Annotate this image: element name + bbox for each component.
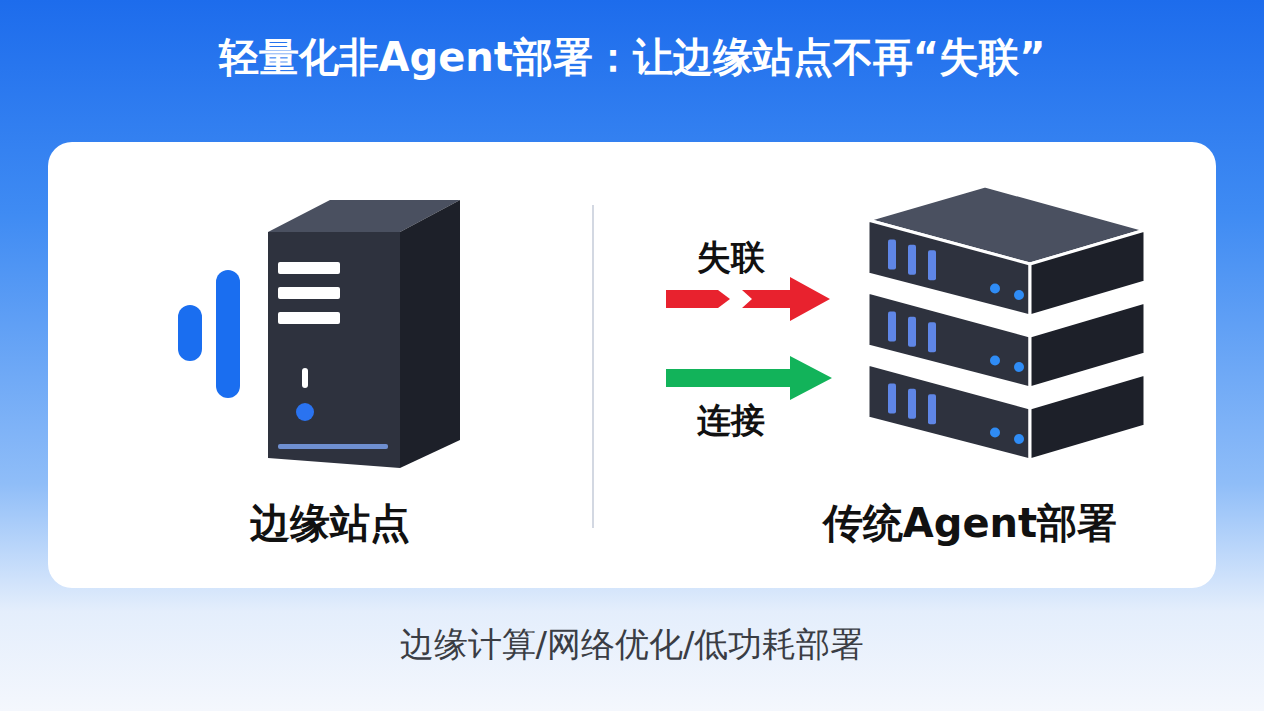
arrow-label: 失联 <box>697 235 765 281</box>
agent-deploy-node: 传统Agent部署 <box>815 492 1125 555</box>
signal-bar <box>216 270 240 398</box>
tower-server <box>268 200 460 468</box>
caption: 边缘计算/网络优化/低功耗部署 <box>0 622 1264 668</box>
signal-bar <box>178 305 202 361</box>
rack-server <box>868 186 1145 460</box>
broken-arrow <box>666 277 830 321</box>
node-label: 传统Agent部署 <box>823 496 1117 551</box>
connected-arrow <box>666 356 832 400</box>
edge-site-node: 边缘站点 <box>242 492 418 555</box>
divider-line <box>592 205 594 528</box>
arrow-label: 连接 <box>697 398 765 444</box>
node-label: 边缘站点 <box>250 496 410 551</box>
title: 轻量化非Agent部署：让边缘站点不再“失联” <box>0 30 1264 85</box>
